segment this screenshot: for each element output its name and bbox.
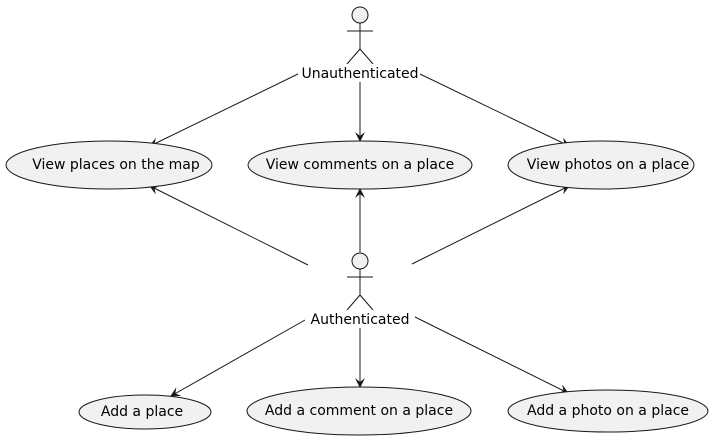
usecase-view-comments-on-place: View comments on a place [247, 140, 473, 190]
usecase-label: View photos on a place [527, 157, 689, 173]
actor-authenticated: Authenticated [305, 252, 415, 328]
usecase-view-photos-on-place: View photos on a place [507, 140, 695, 190]
usecase-label: View places on the map [32, 157, 200, 173]
actor-label-authenticated: Authenticated [311, 312, 410, 328]
actor-unauthenticated: Unauthenticated [298, 6, 420, 82]
arrow-auth-to-view-map [149, 185, 309, 266]
usecase-add-comment-on-place: Add a comment on a place [246, 386, 472, 436]
stick-figure-icon [346, 6, 374, 65]
usecase-label: Add a photo on a place [527, 403, 689, 419]
usecase-label: Add a comment on a place [265, 403, 453, 419]
usecase-label: Add a place [101, 404, 183, 420]
arrow-auth-to-add-place [170, 319, 306, 397]
arrow-auth-to-view-photos [411, 185, 570, 265]
stick-figure-icon [346, 252, 374, 311]
arrow-unauth-to-view-map [149, 73, 299, 147]
associations [149, 73, 570, 397]
arrow-auth-to-add-photo [412, 315, 569, 394]
usecase-view-places-on-map: View places on the map [5, 140, 213, 190]
arrow-unauth-to-view-photos [419, 73, 570, 147]
usecase-label: View comments on a place [266, 157, 455, 173]
actor-label-unauthenticated: Unauthenticated [301, 66, 418, 82]
usecase-add-a-place: Add a place [78, 394, 212, 430]
usecase-add-photo-on-place: Add a photo on a place [507, 389, 709, 433]
